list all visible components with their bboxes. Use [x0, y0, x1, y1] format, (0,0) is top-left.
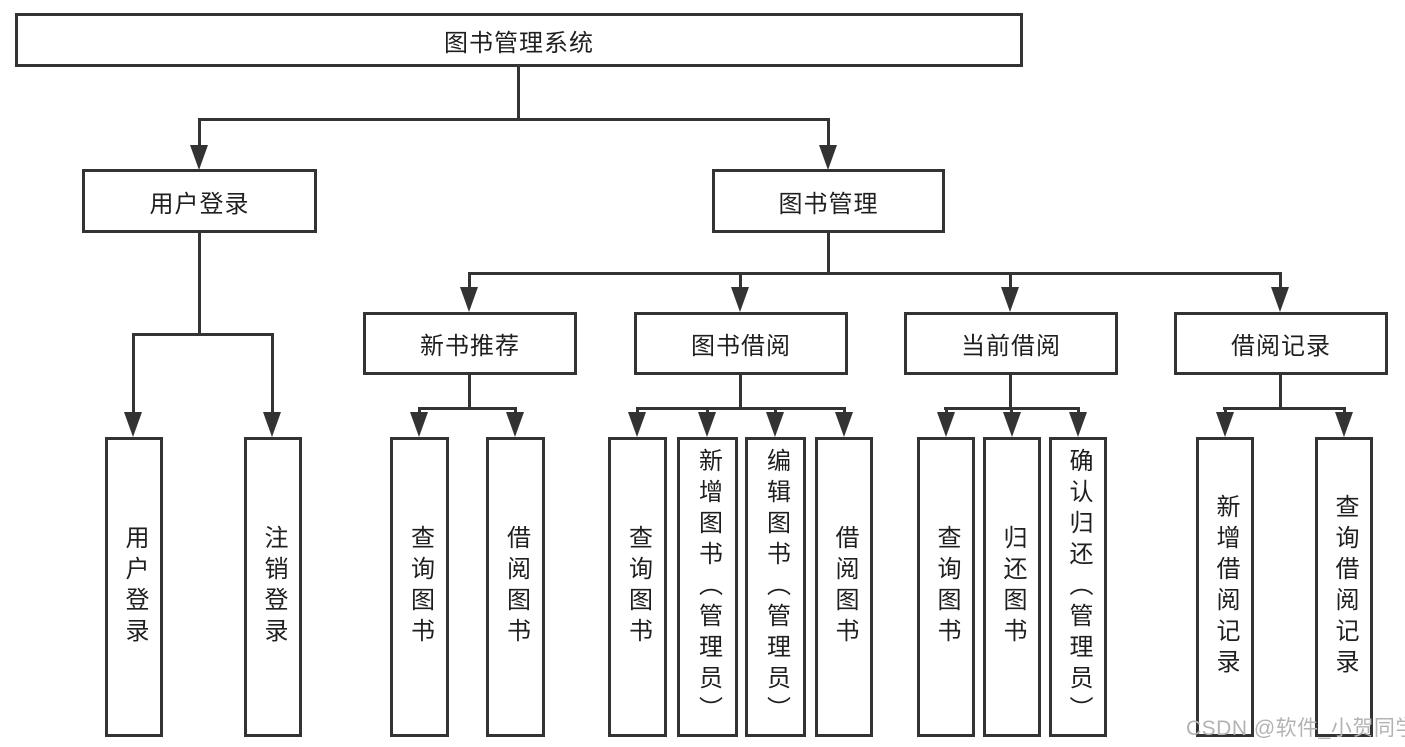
connector-user-login-rail	[132, 333, 274, 336]
leaf-bb-borrow-books-label: 借阅图书	[831, 525, 858, 649]
arrowhead-new-book	[460, 287, 478, 312]
leaf-bb-edit-books-admin: 编辑图书（管理员）	[745, 437, 806, 737]
leaf-br-add-record: 新增借阅记录	[1196, 437, 1254, 737]
connector-new-book-stem	[468, 375, 471, 409]
leaf-logout: 注销登录	[244, 437, 302, 737]
node-current-borrowing: 当前借阅	[904, 312, 1118, 375]
leaf-bb-edit-books-admin-label: 编辑图书（管理员）	[762, 447, 790, 727]
connector-bb-leaf1-drop	[636, 407, 639, 415]
leaf-user-login: 用户登录	[105, 437, 163, 737]
leaf-bb-borrow-books: 借阅图书	[815, 437, 873, 737]
connector-records-rail	[1223, 407, 1345, 410]
connector-leaf-login-drop	[132, 333, 135, 413]
connector-borrowing-drop	[739, 272, 742, 289]
arrowhead-cb-leaf2	[1003, 412, 1021, 437]
leaf-cb-return-books: 归还图书	[983, 437, 1041, 737]
connector-br-leaf2-drop	[1343, 407, 1346, 415]
arrowhead-borrowing	[731, 287, 749, 312]
connector-level2-rail	[468, 272, 1282, 275]
connector-nbr-leaf2-drop	[514, 407, 517, 415]
arrowhead-bb-leaf3	[766, 412, 784, 437]
arrowhead-bb-leaf1	[628, 412, 646, 437]
connector-borrowing-rail	[636, 407, 845, 410]
leaf-nbr-borrow-books: 借阅图书	[486, 437, 545, 737]
watermark: CSDN @软件_小贺同学	[1186, 717, 1405, 740]
connector-book-mgmt-stem	[827, 233, 830, 274]
node-user-login: 用户登录	[82, 169, 317, 233]
node-root-system: 图书管理系统	[15, 13, 1023, 67]
node-new-book-recommend: 新书推荐	[363, 312, 577, 375]
leaf-nbr-query-books: 查询图书	[390, 437, 449, 737]
connector-br-leaf1-drop	[1224, 407, 1227, 415]
arrowhead-bb-leaf4	[835, 412, 853, 437]
arrowhead-nbr-leaf1	[410, 412, 428, 437]
arrowhead-bb-leaf2	[698, 412, 716, 437]
leaf-br-add-record-label: 新增借阅记录	[1212, 494, 1239, 680]
node-new-book-recommend-label: 新书推荐	[420, 333, 520, 360]
connector-current-stem	[1009, 375, 1012, 409]
connector-bb-leaf2-drop	[706, 407, 709, 415]
leaf-br-query-record: 查询借阅记录	[1315, 437, 1373, 737]
arrowhead-current	[1001, 287, 1019, 312]
leaf-cb-query-books: 查询图书	[917, 437, 975, 737]
connector-cb-leaf1-drop	[945, 407, 948, 415]
arrowhead-cb-leaf3	[1069, 412, 1087, 437]
node-book-management: 图书管理	[712, 169, 945, 233]
node-book-borrowing-label: 图书借阅	[691, 333, 791, 360]
arrowhead-cb-leaf1	[937, 412, 955, 437]
arrowhead-leaf-login	[124, 412, 142, 437]
connector-cb-leaf3-drop	[1077, 407, 1080, 415]
connector-records-stem	[1279, 375, 1282, 409]
node-current-borrowing-label: 当前借阅	[961, 333, 1061, 360]
leaf-nbr-query-books-label: 查询图书	[406, 525, 434, 649]
node-user-login-label: 用户登录	[149, 190, 250, 218]
leaf-bb-add-books-admin-label: 新增图书（管理员）	[694, 447, 722, 727]
connector-cb-leaf2-drop	[1010, 407, 1013, 415]
connector-bb-leaf3-drop	[774, 407, 777, 415]
leaf-cb-confirm-return-admin: 确认归还（管理员）	[1049, 437, 1107, 737]
leaf-logout-label: 注销登录	[260, 525, 287, 649]
connector-root-stem	[517, 67, 520, 120]
leaf-bb-query-books: 查询图书	[608, 437, 667, 737]
connector-leaf-logout-drop	[271, 333, 274, 413]
connector-nbr-leaf1-drop	[418, 407, 421, 415]
node-borrowing-records-label: 借阅记录	[1231, 333, 1331, 360]
node-book-borrowing: 图书借阅	[634, 312, 848, 375]
connector-level1-rail	[198, 118, 830, 121]
node-borrowing-records: 借阅记录	[1174, 312, 1388, 375]
connector-bb-leaf4-drop	[843, 407, 846, 415]
leaf-cb-return-books-label: 归还图书	[999, 525, 1026, 649]
leaf-cb-confirm-return-admin-label: 确认归还（管理员）	[1065, 447, 1092, 727]
connector-current-drop	[1009, 272, 1012, 289]
arrowhead-records	[1271, 287, 1289, 312]
leaf-nbr-borrow-books-label: 借阅图书	[502, 525, 530, 649]
arrowhead-nbr-leaf2	[506, 412, 524, 437]
connector-new-book-drop	[468, 272, 471, 289]
connector-borrowing-stem	[739, 375, 742, 409]
node-root-label: 图书管理系统	[444, 29, 594, 57]
leaf-bb-add-books-admin: 新增图书（管理员）	[677, 437, 738, 737]
connector-new-book-rail	[418, 407, 517, 410]
leaf-bb-query-books-label: 查询图书	[624, 525, 652, 649]
arrowhead-br-leaf2	[1335, 412, 1353, 437]
arrowhead-leaf-logout	[263, 412, 281, 437]
arrowhead-user-login	[190, 145, 208, 170]
node-book-management-label: 图书管理	[778, 190, 879, 218]
leaf-cb-query-books-label: 查询图书	[933, 525, 960, 649]
arrowhead-br-leaf1	[1216, 412, 1234, 437]
arrowhead-book-mgmt	[819, 145, 837, 170]
connector-book-mgmt-drop	[827, 118, 830, 148]
connector-user-login-stem	[198, 233, 201, 336]
connector-user-login-drop	[198, 118, 201, 148]
leaf-br-query-record-label: 查询借阅记录	[1331, 494, 1358, 680]
connector-records-drop	[1279, 272, 1282, 289]
leaf-user-login-label: 用户登录	[121, 525, 148, 649]
